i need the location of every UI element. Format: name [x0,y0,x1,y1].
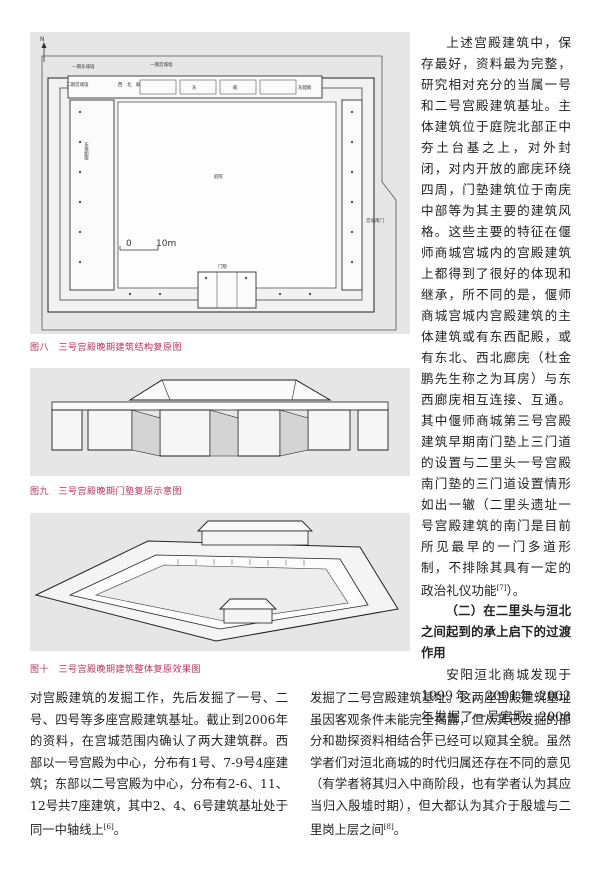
label-east-side-hall: 东配殿 [298,84,312,91]
reconstruction-drawing [34,520,399,642]
figure-9-caption: 图九 三号宫殿晚期门塾复原示意图 [30,487,183,497]
bottom-right-paragraph: 发掘了二号宫殿建筑基址。这两座宫殿建筑基址虽因客观条件未能完全揭露，但从其已发掘… [310,691,571,838]
column-dots [78,110,354,296]
scale-ten: 10m [156,239,176,249]
label-hall2: 殿 [233,85,238,91]
right-text-column: 上述宫殿建筑中，保存最好，资料最为完整，研究相对充分的当属一号和二号宫殿建筑基址… [421,32,571,748]
figure-8-caption: 图八 三号宫殿晚期建筑结构复原图 [30,343,183,353]
gate-elevation-drawing [51,379,389,457]
figure-9-gate-elevation [30,368,410,476]
floor-plan-drawing: N 一期东城墙 一期宫城墙 二期宫城墙 西 北 殿 东 殿 东配殿 东排配殿 庭… [40,36,397,331]
label-left-top: 一期东城墙 [72,63,95,70]
label-south-gate: 宫城南门 [366,217,384,224]
bottom-left-paragraph: 对宫殿建筑的发掘工作，先后发掘了一号、二号、四号等多座宫殿建筑基址。截止到200… [30,691,288,838]
scale-zero: 0 [126,239,132,249]
label-corner-room: 二期宫城墙 [66,81,89,88]
north-label: N [40,36,45,43]
figure-10-reconstruction [30,513,410,651]
citation-6: [6] [103,823,114,831]
figure-8-floor-plan: N 一期东城墙 一期宫城墙 二期宫城墙 西 北 殿 东 殿 东配殿 东排配殿 庭… [30,32,410,334]
label-gate: 门塾 [218,263,227,270]
label-west-hall: 西 北 殿 [118,81,141,88]
label-top-wall: 一期宫城墙 [150,61,173,68]
label-east-corridor: 东排配殿 [84,141,89,162]
paragraph-huanbei: 安阳洹北商城发现于1999年，2001年-2002年发掘了一号宫殿；2008年 [421,667,571,746]
section-heading: （二）在二里头与洹北之间起到的承上启下的过渡作用 [421,604,571,661]
label-courtyard: 庭院 [214,173,223,180]
paragraph-palace-features: 上述宫殿建筑中，保存最好，资料最为完整，研究相对充分的当属一号和二号宫殿建筑基址… [421,35,571,599]
label-hall1: 东 [192,84,197,91]
figure-10-caption: 图十 三号宫殿晚期建筑整体复原效果图 [30,665,202,675]
citation-8: [8] [383,823,394,831]
citation-7: [7] [496,584,507,592]
